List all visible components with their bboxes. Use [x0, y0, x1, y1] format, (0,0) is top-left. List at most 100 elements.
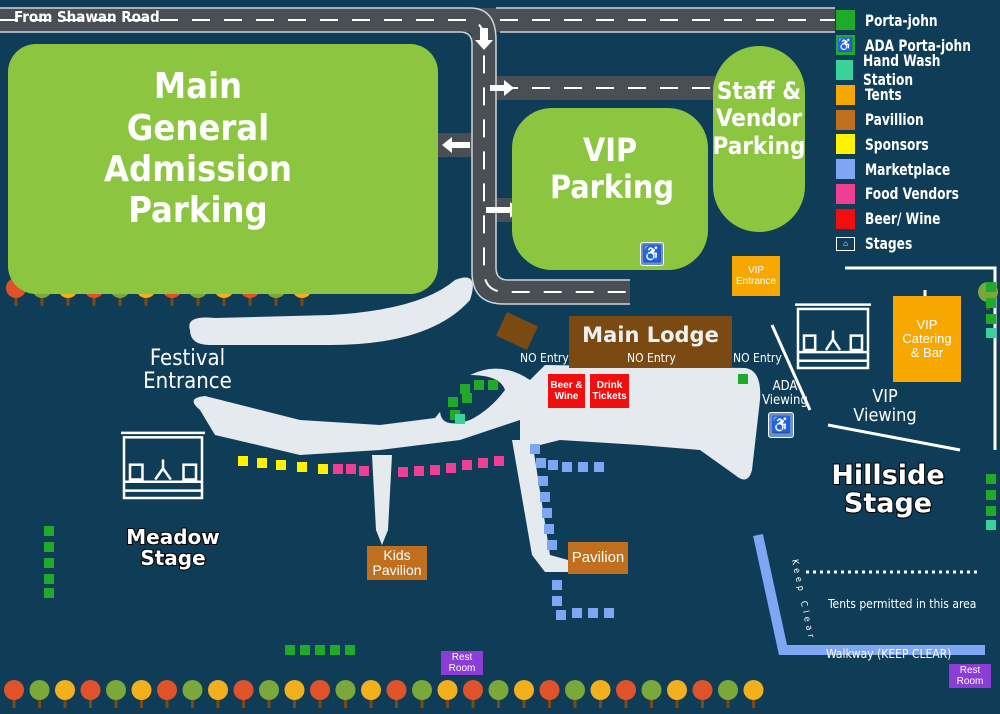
tree-trunk: [267, 696, 271, 708]
tree-icon: [55, 680, 75, 708]
vip-catering-label: VIP Catering & Bar: [902, 316, 952, 361]
marketplace-booth: [544, 524, 554, 534]
speaker: [128, 463, 144, 481]
tree-crown: [488, 680, 509, 700]
road-lane-markings: [0, 19, 835, 293]
porta-john: [315, 645, 325, 655]
color-swatch: [836, 183, 855, 204]
vip-entrance[interactable]: VIP Entrance: [732, 256, 780, 296]
drink-tickets-booth[interactable]: Drink Tickets: [590, 374, 629, 408]
tree-trunk: [222, 294, 226, 306]
no-entry-label: NO Entry: [627, 351, 676, 365]
stage-frame: [122, 436, 204, 500]
tree-trunk: [446, 696, 449, 708]
legend-item: Porta-john: [836, 8, 1000, 33]
tree-trunk: [300, 294, 304, 306]
stage-icon: [121, 431, 205, 500]
arrow-right-icon: [486, 202, 520, 218]
booth-label: Drink Tickets: [592, 380, 627, 402]
tree-crown: [514, 680, 534, 700]
tree-crown: [616, 680, 636, 700]
marketplace-booth: [536, 458, 546, 468]
sponsor-booth: [276, 460, 286, 470]
tree-crown: [131, 680, 152, 700]
staff-vendor-parking[interactable]: Staff & Vendor Parking: [712, 46, 806, 232]
tree-icon: [539, 680, 560, 708]
pavilion-label: Kids Pavilion: [372, 546, 422, 578]
kids-pavilion[interactable]: Kids Pavilion: [367, 546, 427, 580]
porta-john: [462, 393, 472, 403]
main-general-parking[interactable]: Main General Admission Parking: [8, 44, 438, 294]
tree-icon: [310, 680, 330, 708]
sponsor-booth: [318, 464, 328, 474]
tree-crown: [335, 680, 356, 700]
parking-label: Staff & Vendor Parking: [712, 76, 806, 160]
vip-viewing-label: VIP Viewing: [853, 386, 917, 426]
marketplace-booth: [594, 462, 604, 472]
tree-trunk: [144, 294, 148, 306]
tree-trunk: [14, 294, 18, 306]
porta-john: [300, 645, 310, 655]
tree-icon: [641, 680, 662, 708]
main-lodge[interactable]: Main Lodge: [569, 316, 732, 368]
tree-icon: [514, 680, 534, 708]
legend-label: Food Vendors: [865, 184, 959, 204]
tree-crown: [361, 680, 381, 700]
vip-catering-bar[interactable]: VIP Catering & Bar: [893, 296, 961, 382]
tree-trunk: [293, 696, 296, 708]
tree-icon: [208, 680, 228, 708]
speaker: [802, 334, 817, 352]
tree-crown: [641, 680, 662, 700]
vip-parking[interactable]: VIP Parking: [512, 108, 708, 270]
tree-icon: [412, 680, 432, 708]
marketplace-booth: [588, 608, 598, 618]
food-vendor: [478, 458, 488, 468]
pavilion[interactable]: Pavilion: [568, 542, 628, 574]
porta-john: [44, 588, 54, 598]
porta-john: [44, 526, 54, 536]
legend-item: Marketplace: [836, 157, 1000, 182]
arrow-down-icon: [475, 28, 493, 50]
legend-item: Pavillion: [836, 107, 1000, 132]
tree-trunk: [318, 696, 322, 708]
tree-icon: [157, 680, 177, 708]
beer-wine-booth[interactable]: Beer & Wine: [548, 374, 585, 408]
speaker: [849, 334, 864, 352]
rest-room[interactable]: Rest Room: [441, 651, 483, 675]
tree-crown: [208, 680, 228, 700]
tree-icon: [437, 680, 458, 708]
main-lodge-label: Main Lodge: [582, 323, 719, 347]
tree-trunk: [471, 696, 475, 708]
food-vendor: [430, 465, 440, 475]
tree-icon: [616, 680, 636, 708]
legend-label: Sponsors: [865, 134, 929, 154]
tree-icon: [233, 680, 254, 708]
stage-icon: ⌂: [836, 236, 855, 251]
tree-trunk: [752, 696, 755, 708]
stage-icons: [121, 303, 871, 500]
speaker: [182, 463, 198, 481]
hand-wash-station: [986, 328, 996, 338]
porta-john: [44, 542, 54, 552]
marketplace-booth: [578, 462, 588, 472]
porta-john: [986, 314, 996, 324]
tree-icon: [743, 680, 764, 708]
tree-crown: [590, 680, 611, 700]
tree-trunk: [170, 294, 174, 306]
rest-room[interactable]: Rest Room: [949, 664, 991, 688]
tree-icon: [386, 680, 407, 708]
food-vendor: [398, 467, 408, 477]
legend-label: Stages: [865, 234, 913, 254]
tree-icon: [590, 680, 611, 708]
color-swatch: [836, 159, 855, 180]
tree-icon: [565, 680, 585, 708]
legend-label: Pavillion: [865, 110, 924, 130]
tree-trunk: [420, 696, 424, 708]
ada-porta-john: [738, 374, 748, 384]
no-entry-label: NO Entry: [733, 351, 782, 365]
tree-trunk: [369, 696, 373, 708]
color-swatch: [836, 59, 853, 80]
legend-item: ⌂ Stages: [836, 231, 1000, 256]
tree-crown: [718, 680, 738, 700]
